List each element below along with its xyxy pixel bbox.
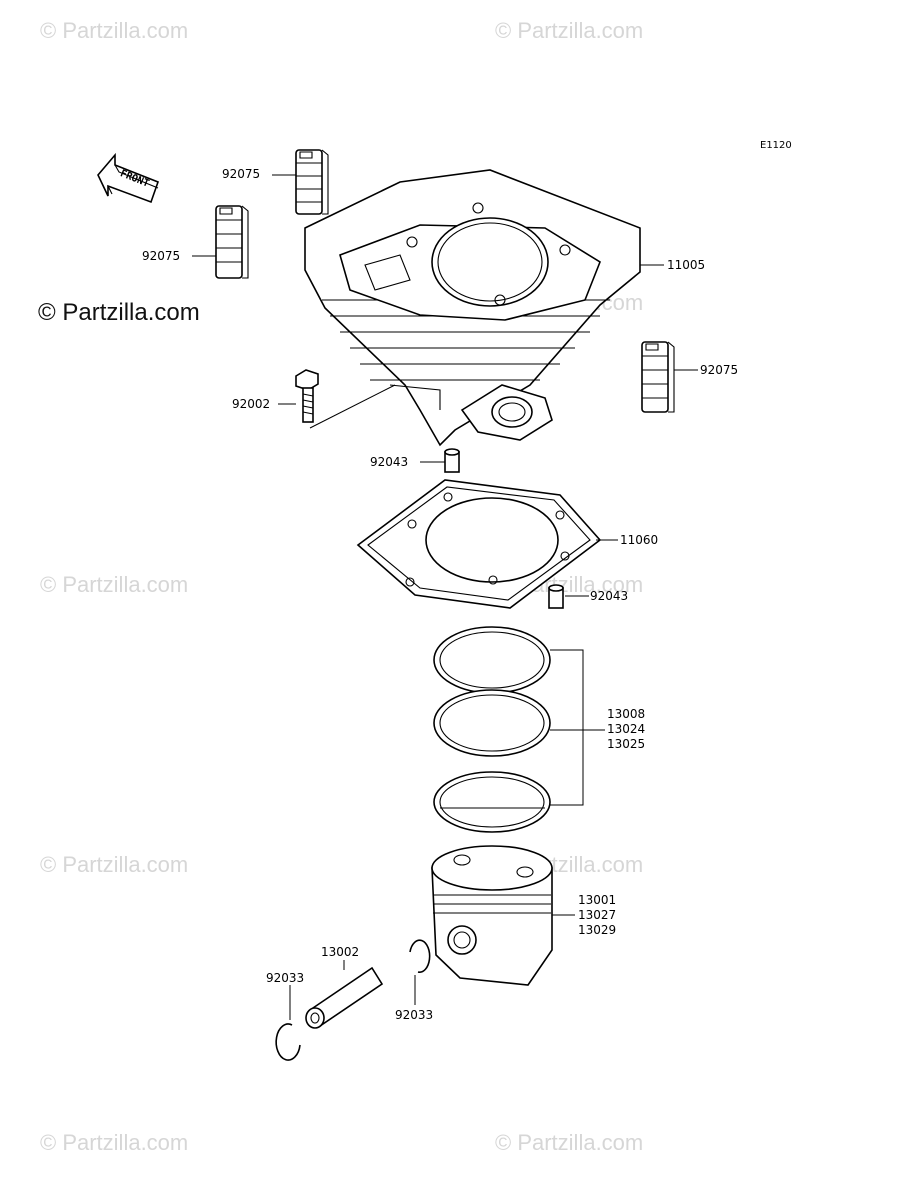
part-number-13027: 13027 <box>578 908 616 922</box>
leader-lines <box>192 174 698 1020</box>
rubber-damper-top <box>295 149 329 215</box>
bolt-icon <box>295 369 319 423</box>
part-number-13029: 13029 <box>578 923 616 937</box>
part-number-13008: 13008 <box>607 707 645 721</box>
part-labels: 92075 92075 11005 92075 92002 92043 1106… <box>142 167 738 1022</box>
piston-ring-oil <box>433 771 551 833</box>
watermark: © Partzilla.com <box>495 18 643 43</box>
rubber-damper-left <box>215 205 249 279</box>
part-number-11060: 11060 <box>620 533 658 547</box>
piston-pin <box>305 966 384 1029</box>
part-number-92075: 92075 <box>142 249 180 263</box>
watermark: © Partzilla.com <box>40 18 188 43</box>
watermark: © Partzilla.com <box>495 1130 643 1155</box>
part-number-92075: 92075 <box>700 363 738 377</box>
piston <box>431 845 553 986</box>
cylinder-gasket <box>356 479 602 609</box>
snap-ring-left <box>275 1023 301 1061</box>
piston-ring-middle <box>433 689 551 757</box>
dowel-pin-top <box>444 448 460 473</box>
part-number-92002: 92002 <box>232 397 270 411</box>
part-number-13002: 13002 <box>321 945 359 959</box>
part-number-13025: 13025 <box>607 737 645 751</box>
part-number-92075: 92075 <box>222 167 260 181</box>
front-arrow-icon: FRONT <box>97 152 160 204</box>
watermark: © Partzilla.com <box>40 1130 188 1155</box>
part-number-92043: 92043 <box>370 455 408 469</box>
diagram-code: E1120 <box>760 140 792 151</box>
part-number-13001: 13001 <box>578 893 616 907</box>
piston-ring-top <box>433 626 551 694</box>
watermark: © Partzilla.com <box>40 852 188 877</box>
part-number-92033: 92033 <box>266 971 304 985</box>
part-number-11005: 11005 <box>667 258 705 272</box>
dowel-pin-bottom <box>548 584 564 609</box>
watermark: © Partzilla.com <box>40 572 188 597</box>
rubber-damper-right <box>641 341 675 413</box>
watermark-main: © Partzilla.com <box>38 299 200 326</box>
part-number-92043: 92043 <box>590 589 628 603</box>
snap-ring-right <box>409 939 431 974</box>
part-number-92033: 92033 <box>395 1008 433 1022</box>
part-number-13024: 13024 <box>607 722 645 736</box>
cylinder-block <box>304 169 641 447</box>
